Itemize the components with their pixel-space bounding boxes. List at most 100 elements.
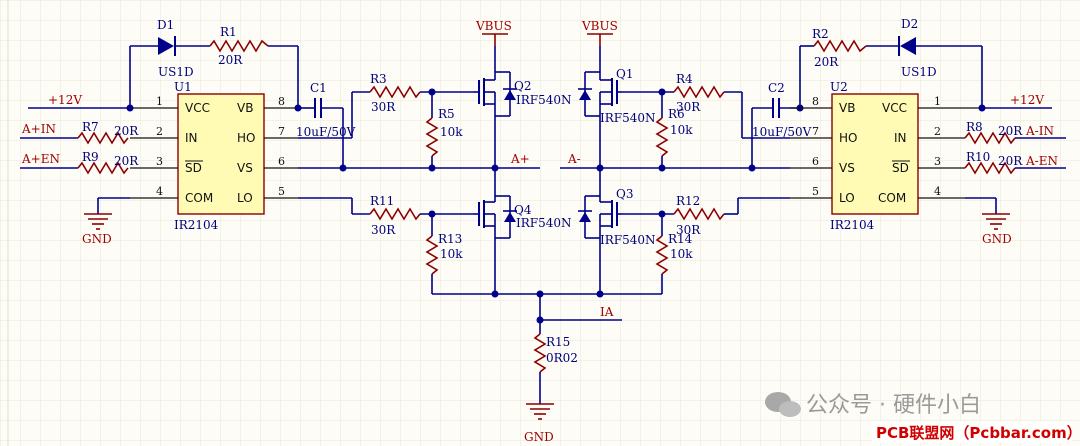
a-en-label: A+EN <box>21 152 60 166</box>
u2-pin7-num: 7 <box>812 125 819 138</box>
diode-d2: D2 US1D <box>898 17 983 108</box>
u2-pin6-num: 6 <box>812 155 819 168</box>
mosfet-q4: Q4 IRF540N <box>474 168 572 294</box>
u1-pin8-num: 8 <box>278 95 285 108</box>
r1-value: 20R <box>218 53 243 67</box>
vbus-left: VBUS <box>475 19 512 72</box>
u2-pin2-num: 2 <box>934 125 941 138</box>
watermark-text: 公众号 · 硬件小白 <box>806 393 981 418</box>
r12-value: 30R <box>676 223 701 237</box>
ia-label: IA <box>600 305 614 319</box>
a-minus-in-label: A-IN <box>1025 124 1054 138</box>
q4-value: IRF540N <box>516 216 572 230</box>
u1-pin2-num: 2 <box>156 125 163 138</box>
u2-vcc: VCC <box>882 101 907 115</box>
vbus-left-label: VBUS <box>475 19 512 33</box>
c2-value: 10uF/50V <box>752 125 812 139</box>
resistor-r14: R14 10k <box>655 214 693 294</box>
u2-sd: SD <box>892 161 909 175</box>
mosfet-q3: Q3 IRF540N <box>578 168 656 294</box>
c1-ref: C1 <box>310 81 327 95</box>
gnd-right: GND <box>965 197 1012 246</box>
resistor-r3: R3 30R <box>369 72 474 114</box>
r2-ref: R2 <box>812 27 829 41</box>
resistor-r15: R15 0R02 <box>533 320 578 404</box>
u2-pin8-num: 8 <box>812 95 819 108</box>
u1-pin1-num: 1 <box>156 95 163 108</box>
r3-value: 30R <box>371 100 396 114</box>
u2-ho: HO <box>839 131 857 145</box>
v12-left-label: +12V <box>48 93 82 107</box>
v12-right-net: +12V <box>982 93 1052 109</box>
c1-value: 10uF/50V <box>296 125 356 139</box>
u1-pin3-num: 3 <box>156 155 163 168</box>
u2-part: IR2104 <box>830 218 875 232</box>
q3-ref: Q3 <box>616 187 633 201</box>
r14-value: 10k <box>670 247 693 261</box>
q2-value: IRF540N <box>516 93 572 107</box>
resistor-r2: R2 20R <box>799 27 898 108</box>
c2-ref: C2 <box>768 81 785 95</box>
ia-net: IA <box>539 294 622 321</box>
a-plus-label: A+ <box>510 152 530 166</box>
r8-ref: R8 <box>966 120 983 134</box>
watermark: 公众号 · 硬件小白 PCB联盟网（Pcbbar.com） <box>765 392 1080 443</box>
gnd-bottom: GND <box>524 403 554 444</box>
r8-value: 20R <box>998 124 1023 138</box>
r5-ref: R5 <box>438 107 455 121</box>
vbus-right-label: VBUS <box>581 19 618 33</box>
u1-sd: SD <box>185 161 202 175</box>
a-in-net: A+IN R7 20R <box>20 120 139 145</box>
capacitor-c2: C2 10uF/50V <box>751 81 812 168</box>
resistor-r5: R5 10k <box>425 92 463 168</box>
q3-value: IRF540N <box>600 233 656 247</box>
ic-u1: U1 IR2104 1 2 3 4 VCC IN SD COM 8 7 6 5 … <box>130 80 298 232</box>
u2-pin4-num: 4 <box>934 185 941 198</box>
gnd-left: GND <box>82 197 130 246</box>
v12-right-label: +12V <box>1010 93 1044 107</box>
mosfet-q2: Q2 IRF540N <box>474 71 572 168</box>
mosfet-q1: Q1 IRF540N <box>578 67 656 168</box>
a-minus-en-label: A-EN <box>1025 154 1058 168</box>
resistor-r1: R1 20R <box>209 25 299 108</box>
r13-ref: R13 <box>438 232 462 246</box>
ic-u2: U2 IR2104 8 7 6 5 VB HO VS LO 1 2 3 4 VC… <box>790 80 982 232</box>
u1-pin4-num: 4 <box>156 185 163 198</box>
d2-value: US1D <box>901 65 937 79</box>
q1-ref: Q1 <box>616 67 633 81</box>
r3-ref: R3 <box>370 72 387 86</box>
r1-ref: R1 <box>220 25 237 39</box>
u1-vcc: VCC <box>185 101 210 115</box>
u1-pin7-num: 7 <box>278 125 285 138</box>
r15-ref: R15 <box>546 335 570 349</box>
r9-value: 20R <box>114 154 139 168</box>
u2-ref: U2 <box>830 80 848 94</box>
d1-value: US1D <box>158 65 194 79</box>
r14-ref: R14 <box>668 232 693 246</box>
a-minus-label: A- <box>567 152 581 166</box>
r2-value: 20R <box>814 55 839 69</box>
resistor-r13: R13 10k <box>425 214 463 294</box>
u1-part: IR2104 <box>174 218 219 232</box>
b-in-net: R8 20R A-IN <box>964 120 1066 145</box>
u1-pin6-num: 6 <box>278 155 285 168</box>
r13-value: 10k <box>440 247 463 261</box>
gnd-left-label: GND <box>82 232 112 246</box>
watermark-site: PCB联盟网（Pcbbar.com） <box>876 424 1080 442</box>
u2-pin3-num: 3 <box>934 155 941 168</box>
gnd-right-label: GND <box>982 232 1012 246</box>
r15-value: 0R02 <box>546 351 578 365</box>
r7-value: 20R <box>114 124 139 138</box>
resistor-r4: R4 30R <box>673 72 743 138</box>
q4-ref: Q4 <box>514 203 532 217</box>
r4-ref: R4 <box>676 72 693 86</box>
u2-pin5-num: 5 <box>812 185 819 198</box>
u2-vs: VS <box>839 161 855 175</box>
gnd-bottom-label: GND <box>524 430 554 444</box>
u1-com: COM <box>185 191 213 205</box>
a-plus-net: A+ <box>298 152 540 169</box>
resistor-r11: R11 30R <box>369 194 474 237</box>
u1-lo: LO <box>237 191 253 205</box>
u1-ho: HO <box>237 131 255 145</box>
